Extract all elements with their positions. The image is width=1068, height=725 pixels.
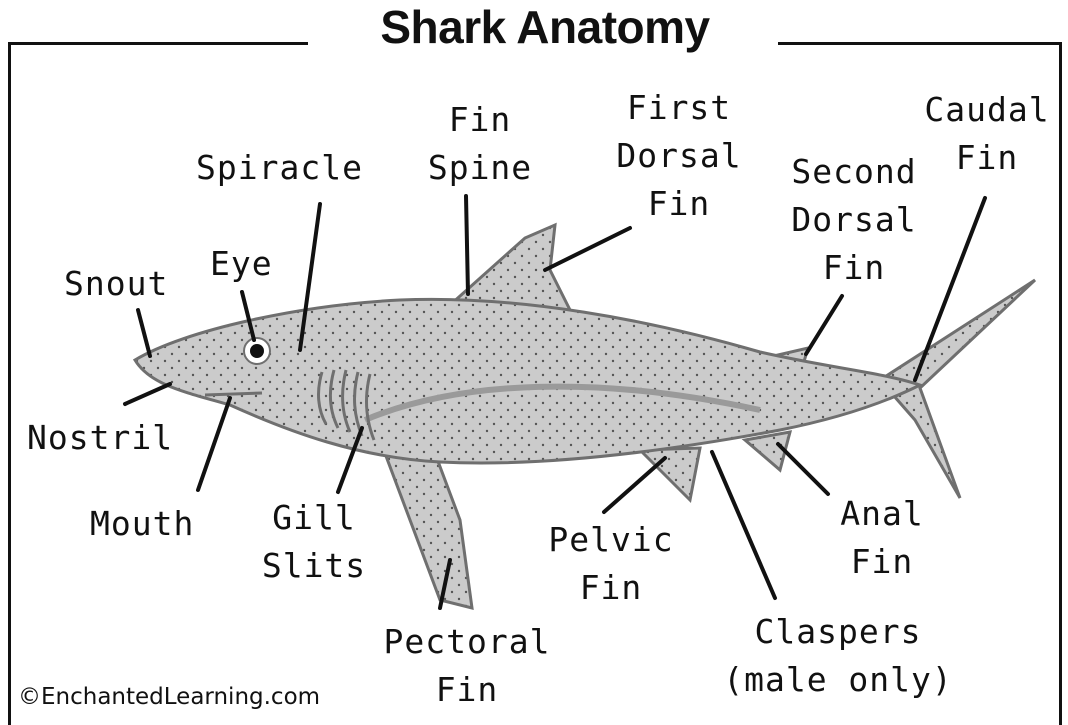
label-fin-spine: Fin Spine [418,96,542,192]
label-anal-fin: Anal Fin [820,490,944,586]
label-pectoral-line1: Pectoral [372,618,562,666]
label-pectoral-line2: Fin [372,666,562,714]
label-pelvic-fin: Pelvic Fin [538,516,684,612]
label-first-dorsal-line3: Fin [605,180,753,228]
label-mouth: Mouth [90,500,194,548]
copyright-text: ©EnchantedLearning.com [18,684,320,710]
label-caudal-line1: Caudal [914,86,1060,134]
label-snout-text: Snout [64,260,168,308]
label-nostril: Nostril [27,414,173,462]
label-fin-spine-line2: Spine [418,144,542,192]
leader-nostril [125,384,170,404]
shark-body-shape [135,299,920,463]
label-claspers-line1: Claspers [708,608,968,656]
label-eye: Eye [210,240,273,288]
leader-claspers [712,452,775,598]
label-first-dorsal-line1: First [605,84,753,132]
label-mouth-text: Mouth [90,500,194,548]
label-second-dorsal-line3: Fin [774,244,934,292]
label-first-dorsal-fin: First Dorsal Fin [605,84,753,228]
leader-snout [138,310,150,356]
label-claspers-line2: (male only) [708,656,968,704]
label-eye-text: Eye [210,240,273,288]
leader-anal [778,444,828,494]
label-nostril-text: Nostril [27,414,173,462]
label-pelvic-line1: Pelvic [538,516,684,564]
label-pectoral-fin: Pectoral Fin [372,618,562,714]
label-gill-line2: Slits [252,542,376,590]
label-anal-line1: Anal [820,490,944,538]
label-pelvic-line2: Fin [538,564,684,612]
label-gill-slits: Gill Slits [252,494,376,590]
label-spiracle: Spiracle [196,144,363,192]
label-snout: Snout [64,260,168,308]
leader-mouth [198,398,230,490]
label-caudal-fin: Caudal Fin [914,86,1060,182]
label-spiracle-text: Spiracle [196,144,363,192]
label-caudal-line2: Fin [914,134,1060,182]
label-anal-line2: Fin [820,538,944,586]
eye-pupil [250,344,264,358]
label-second-dorsal-line1: Second [774,148,934,196]
leader-fin-spine [466,196,468,294]
leader-pelvic [604,458,665,512]
label-second-dorsal-line2: Dorsal [774,196,934,244]
leader-first-dorsal [545,228,630,270]
mouth-line [205,393,262,395]
label-claspers: Claspers (male only) [708,608,968,704]
label-first-dorsal-line2: Dorsal [605,132,753,180]
label-second-dorsal-fin: Second Dorsal Fin [774,148,934,292]
label-fin-spine-line1: Fin [418,96,542,144]
leader-second-dorsal [806,296,842,354]
label-gill-line1: Gill [252,494,376,542]
pectoral-fin-shape [380,440,472,608]
